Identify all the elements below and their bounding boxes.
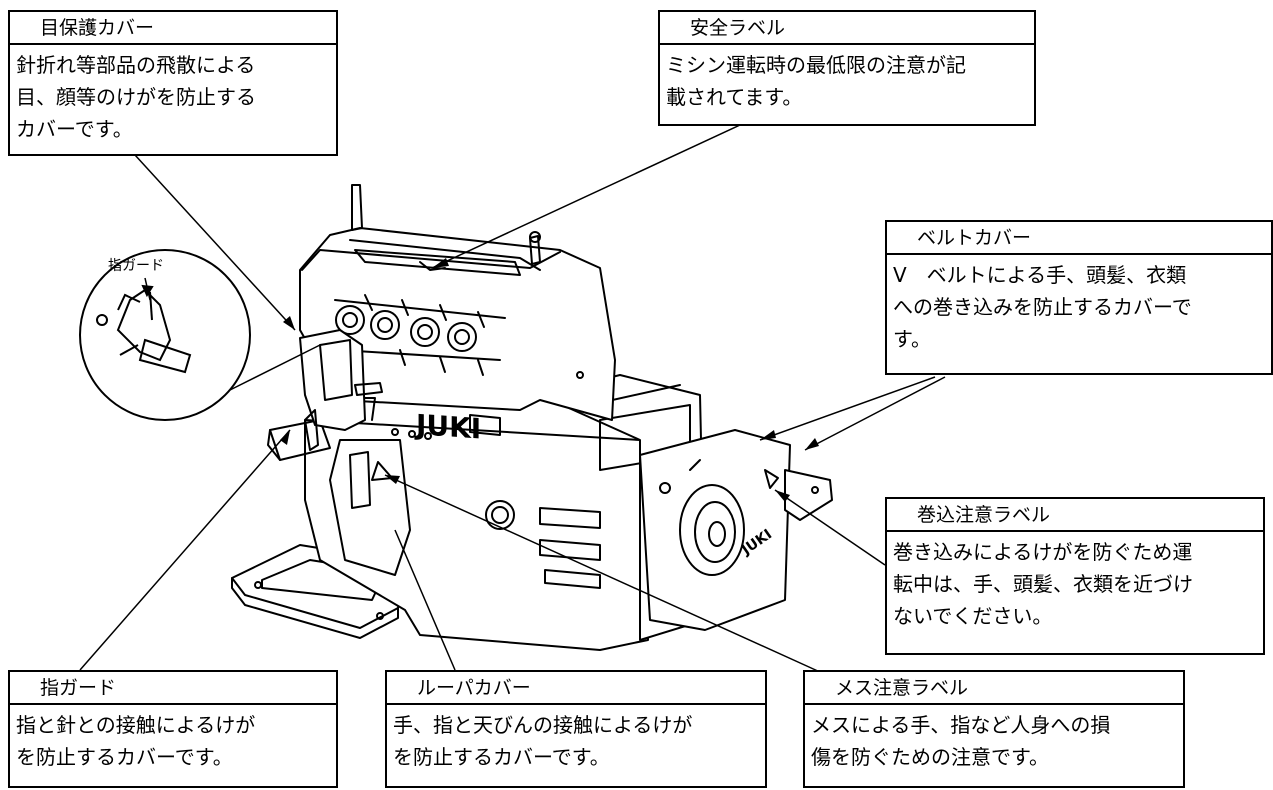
pulley-outer (679, 484, 745, 576)
callout-winding-caution-body: 巻き込みによるけがを防ぐため運 転中は、手、頭髪、衣類を近づけ ないでください。 (893, 540, 1193, 628)
callout-belt-cover: ベルトカバー V ベルトによる手、頭髪、衣類 への巻き込みを防止するカバーで す… (885, 220, 1273, 375)
callout-finger-guard-title: 指ガード (10, 672, 336, 705)
leader-arrowheads (280, 258, 819, 502)
needle-head (299, 329, 366, 431)
leader-lines (79, 124, 946, 673)
callout-looper-cover: ルーパカバー 手、指と天びんの接触によるけが を防止するカバーです。 (385, 670, 767, 788)
callout-safety-label-title: 安全ラベル (660, 12, 1034, 45)
callout-winding-caution-title: 巻込注意ラベル (887, 499, 1263, 532)
finger-guard-part (304, 409, 319, 451)
callout-looper-cover-body: 手、指と天びんの接触によるけが を防止するカバーです。 (393, 713, 693, 769)
callout-knife-caution-title: メス注意ラベル (805, 672, 1183, 705)
callout-safety-label-body: ミシン運転時の最低限の注意が記 載されてます。 (666, 53, 966, 109)
tension-knobs (334, 294, 506, 376)
callout-safety-label: 安全ラベル ミシン運転時の最低限の注意が記 載されてます。 (658, 10, 1036, 126)
callout-eye-guard-body: 針折れ等部品の飛散による 目、顔等のけがを防止する カバーです。 (16, 53, 256, 141)
callout-finger-guard: 指ガード 指と針との接触によるけが を防止するカバーです。 (8, 670, 338, 788)
callout-eye-guard: 目保護カバー 針折れ等部品の飛散による 目、顔等のけがを防止する カバーです。 (8, 10, 338, 156)
callout-belt-cover-body: V ベルトによる手、頭髪、衣類 への巻き込みを防止するカバーで す。 (893, 263, 1192, 351)
finger-guard-inset-circle (79, 249, 251, 421)
callout-finger-guard-body: 指と針との接触によるけが を防止するカバーです。 (16, 713, 256, 769)
callout-eye-guard-title: 目保護カバー (10, 12, 336, 45)
inset-finger-guard-label: 指ガード (108, 258, 164, 274)
callout-knife-caution-body: メスによる手、指など人身への損 傷を防ぐための注意です。 (811, 713, 1111, 769)
callout-looper-cover-title: ルーパカバー (387, 672, 765, 705)
callout-belt-cover-title: ベルトカバー (887, 222, 1271, 255)
callout-winding-caution: 巻込注意ラベル 巻き込みによるけがを防ぐため運 転中は、手、頭髪、衣類を近づけ … (885, 497, 1265, 655)
callout-knife-caution: メス注意ラベル メスによる手、指など人身への損 傷を防ぐための注意です。 (803, 670, 1185, 788)
brand-logo: JUKI (414, 408, 481, 446)
